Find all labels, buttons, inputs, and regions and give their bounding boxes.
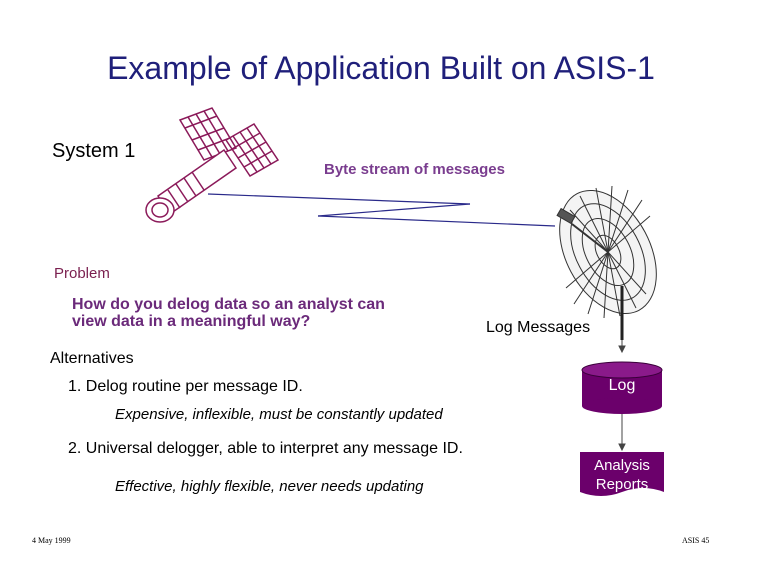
alternative-item-2: 2. Universal delogger, able to interpret…	[68, 440, 463, 457]
log-cylinder-icon	[581, 361, 663, 414]
satellite-icon	[145, 107, 280, 223]
flow-arrow	[618, 340, 626, 452]
alternative-item-2-detail: Effective, highly flexible, never needs …	[115, 478, 424, 495]
system-label: System 1	[52, 140, 136, 162]
footer-page-number: ASIS 45	[682, 536, 710, 545]
page-title: Example of Application Built on ASIS-1	[107, 50, 655, 86]
dish-antenna-icon	[556, 185, 657, 340]
analysis-reports-label: Analysis Reports	[594, 457, 650, 493]
log-box-label: Log	[608, 377, 636, 394]
document-icon	[580, 452, 664, 496]
alternative-item-1-detail: Expensive, inflexible, must be constantl…	[115, 406, 443, 423]
alternatives-heading: Alternatives	[50, 350, 134, 367]
log-messages-label: Log Messages	[486, 319, 591, 336]
footer-date: 4 May 1999	[32, 536, 71, 545]
problem-question: How do you delog data so an analyst can …	[72, 296, 385, 330]
problem-heading: Problem	[54, 265, 110, 282]
transmission-beam	[207, 193, 556, 227]
byte-stream-label: Byte stream of messages	[324, 161, 505, 178]
alternative-item-1: 1. Delog routine per message ID.	[68, 378, 303, 395]
